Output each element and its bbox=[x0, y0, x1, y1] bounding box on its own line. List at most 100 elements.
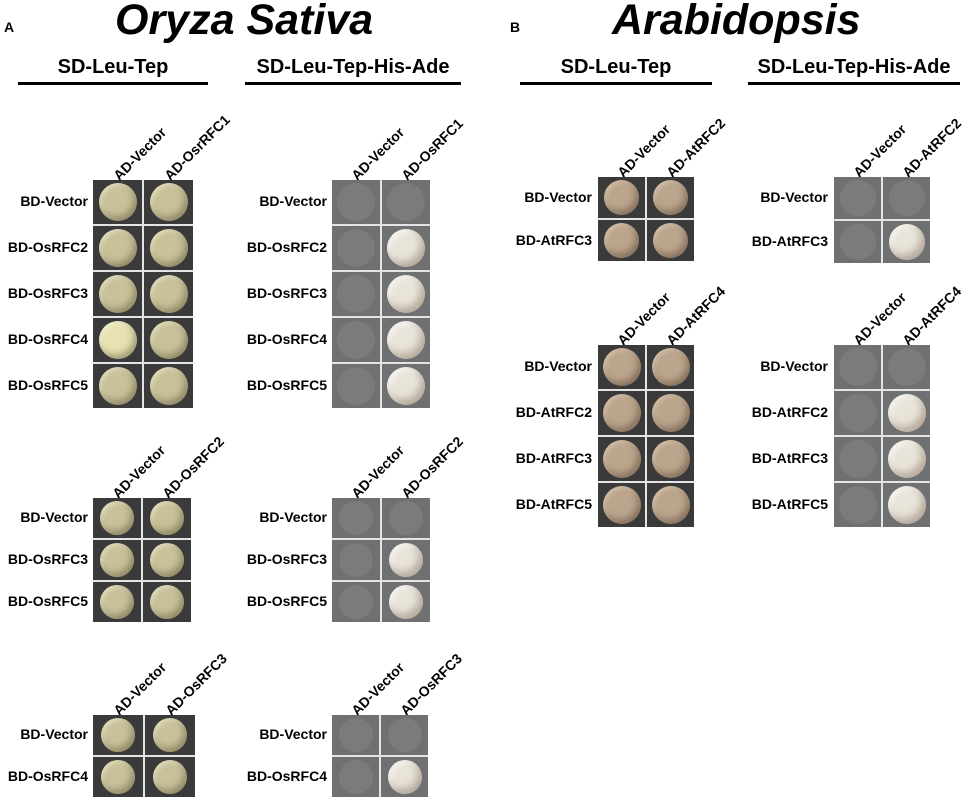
plate-cell bbox=[145, 757, 195, 797]
panel-a-species-title: Oryza Sativa bbox=[115, 0, 374, 44]
row-label: BD-AtRFC2 bbox=[515, 404, 592, 420]
yeast-colony bbox=[602, 348, 641, 386]
row-label: BD-OsRFC5 bbox=[246, 593, 327, 609]
yeast-colony bbox=[651, 348, 690, 386]
plate-cell bbox=[93, 364, 142, 408]
yeast-colony bbox=[389, 543, 423, 577]
row-label: BD-AtRFC3 bbox=[515, 450, 592, 466]
plate-cell bbox=[647, 220, 694, 261]
yeast-colony bbox=[602, 394, 641, 432]
plate-grid bbox=[93, 180, 193, 408]
row-label: BD-Vector bbox=[259, 726, 327, 742]
column-label: AD-AtRFC4 bbox=[898, 283, 964, 349]
yeast-colony bbox=[101, 760, 135, 794]
yeast-colony bbox=[602, 440, 641, 478]
plate-cell bbox=[93, 318, 142, 362]
panel-a-letter: A bbox=[4, 19, 15, 35]
row-label: BD-Vector bbox=[524, 358, 592, 374]
yeast-colony bbox=[337, 183, 375, 221]
row-label: BD-AtRFC5 bbox=[751, 496, 828, 512]
row-label: BD-OsRFC3 bbox=[246, 551, 327, 567]
medium-underline bbox=[18, 82, 208, 85]
plate-cell bbox=[144, 180, 193, 224]
plate-cell bbox=[382, 540, 430, 580]
column-label: AD-OsrRFC1 bbox=[160, 111, 233, 184]
yeast-colony bbox=[337, 367, 375, 405]
plate-grid bbox=[93, 715, 195, 797]
yeast-colony bbox=[838, 348, 877, 386]
row-label: BD-OsRFC4 bbox=[246, 331, 327, 347]
yeast-colony bbox=[887, 440, 926, 478]
column-label: AD-OsRFC2 bbox=[159, 433, 227, 502]
row-label: BD-Vector bbox=[20, 726, 88, 742]
yeast-colony bbox=[101, 718, 135, 752]
plate-cell bbox=[382, 498, 430, 538]
plate-cell bbox=[332, 272, 380, 316]
row-label: BD-Vector bbox=[760, 189, 828, 205]
plate-cell bbox=[382, 364, 430, 408]
yeast-colony bbox=[149, 183, 188, 221]
yeast-colony bbox=[150, 585, 184, 619]
row-label: BD-AtRFC5 bbox=[515, 496, 592, 512]
plate-cell bbox=[332, 540, 380, 580]
plate-cell bbox=[144, 364, 193, 408]
plate-cell bbox=[144, 272, 193, 316]
plate-grid bbox=[598, 345, 694, 527]
yeast-colony bbox=[98, 321, 137, 359]
plate-cell bbox=[332, 715, 379, 755]
row-label: BD-Vector bbox=[20, 509, 88, 525]
yeast-colony bbox=[387, 321, 425, 359]
yeast-colony bbox=[387, 718, 422, 752]
medium-header-b-selective: SD-Leu-Tep-His-Ade bbox=[757, 56, 951, 78]
plate-cell bbox=[332, 498, 380, 538]
yeast-colony bbox=[651, 440, 690, 478]
medium-underline bbox=[748, 82, 960, 85]
row-label: BD-OsRFC5 bbox=[7, 593, 88, 609]
yeast-colony bbox=[153, 718, 187, 752]
column-label: AD-OsRFC2 bbox=[398, 433, 466, 502]
row-label: BD-OsRFC3 bbox=[7, 551, 88, 567]
row-label: BD-OsRFC5 bbox=[7, 377, 88, 393]
plate-cell bbox=[93, 582, 141, 622]
plate-cell bbox=[598, 437, 645, 481]
yeast-colony bbox=[100, 585, 134, 619]
column-label: AD-Vector bbox=[849, 121, 909, 181]
column-label: AD-OsRFC3 bbox=[162, 650, 230, 719]
yeast-colony bbox=[100, 501, 134, 535]
plate-cell bbox=[834, 391, 881, 435]
yeast-colony bbox=[839, 180, 876, 216]
plate-grid bbox=[332, 180, 430, 408]
yeast-colony bbox=[888, 224, 925, 260]
row-label: BD-OsRFC5 bbox=[246, 377, 327, 393]
yeast-colony bbox=[338, 760, 373, 794]
yeast-colony bbox=[653, 180, 688, 215]
plate-cell bbox=[883, 483, 930, 527]
yeast-colony bbox=[387, 367, 425, 405]
row-label: BD-Vector bbox=[524, 188, 592, 205]
plate-cell bbox=[93, 757, 143, 797]
plate-cell bbox=[598, 177, 645, 218]
plate-cell bbox=[93, 180, 142, 224]
plate-grid bbox=[332, 498, 430, 622]
panel-b-species-title: Arabidopsis bbox=[612, 0, 861, 44]
medium-underline bbox=[520, 82, 712, 85]
row-label: BD-OsRFC3 bbox=[246, 285, 327, 301]
plate-cell bbox=[834, 177, 881, 219]
column-label: AD-Vector bbox=[613, 289, 673, 349]
column-label: AD-Vector bbox=[348, 442, 408, 502]
row-label: BD-OsRFC2 bbox=[7, 239, 88, 255]
plate-cell bbox=[145, 715, 195, 755]
yeast-colony bbox=[604, 180, 639, 215]
column-label: AD-Vector bbox=[109, 442, 169, 502]
yeast-colony bbox=[389, 585, 423, 619]
yeast-colony bbox=[337, 321, 375, 359]
yeast-colony bbox=[387, 275, 425, 313]
plate-cell bbox=[883, 437, 930, 481]
row-label: BD-OsRFC4 bbox=[7, 768, 88, 784]
row-label: BD-Vector bbox=[760, 358, 828, 374]
yeast-colony bbox=[838, 440, 877, 478]
plate-cell bbox=[883, 345, 930, 389]
yeast-colony bbox=[98, 183, 137, 221]
yeast-colony bbox=[149, 321, 188, 359]
plate-cell bbox=[382, 180, 430, 224]
